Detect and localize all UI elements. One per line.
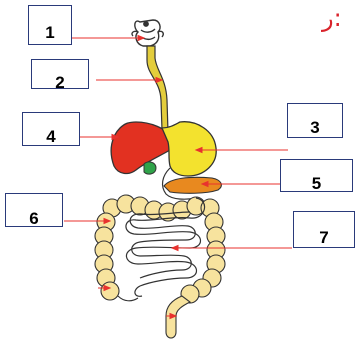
label-box-6: 6: [5, 193, 63, 227]
small-intestine-organ: [125, 197, 206, 297]
label-number-2: 2: [55, 73, 65, 89]
label-number-3: 3: [310, 118, 320, 137]
label-box-2: 2: [31, 59, 89, 89]
label-box-5: 5: [280, 159, 353, 192]
liver-organ: [110, 121, 173, 175]
label-number-6: 6: [29, 209, 39, 227]
pancreas-organ: [163, 176, 222, 194]
label-number-1: 1: [45, 23, 55, 42]
label-box-3: 3: [287, 103, 343, 138]
large-intestine-organ: [94, 194, 226, 339]
label-number-4: 4: [46, 127, 56, 146]
corner-heading-fragment: ر:: [322, 4, 342, 32]
label-box-1: 1: [28, 5, 72, 45]
label-box-4: 4: [22, 112, 80, 146]
appendix-organ: [117, 295, 139, 302]
stomach-organ: [161, 121, 217, 177]
label-number-5: 5: [311, 174, 322, 192]
label-box-7: 7: [293, 211, 355, 248]
label-number-7: 7: [319, 228, 329, 247]
mouth-organ: [131, 19, 164, 47]
esophagus-organ: [146, 45, 169, 133]
pointer-lines: [64, 34, 292, 320]
gallbladder-organ: [143, 161, 157, 175]
duodenum-organ: [161, 167, 197, 200]
